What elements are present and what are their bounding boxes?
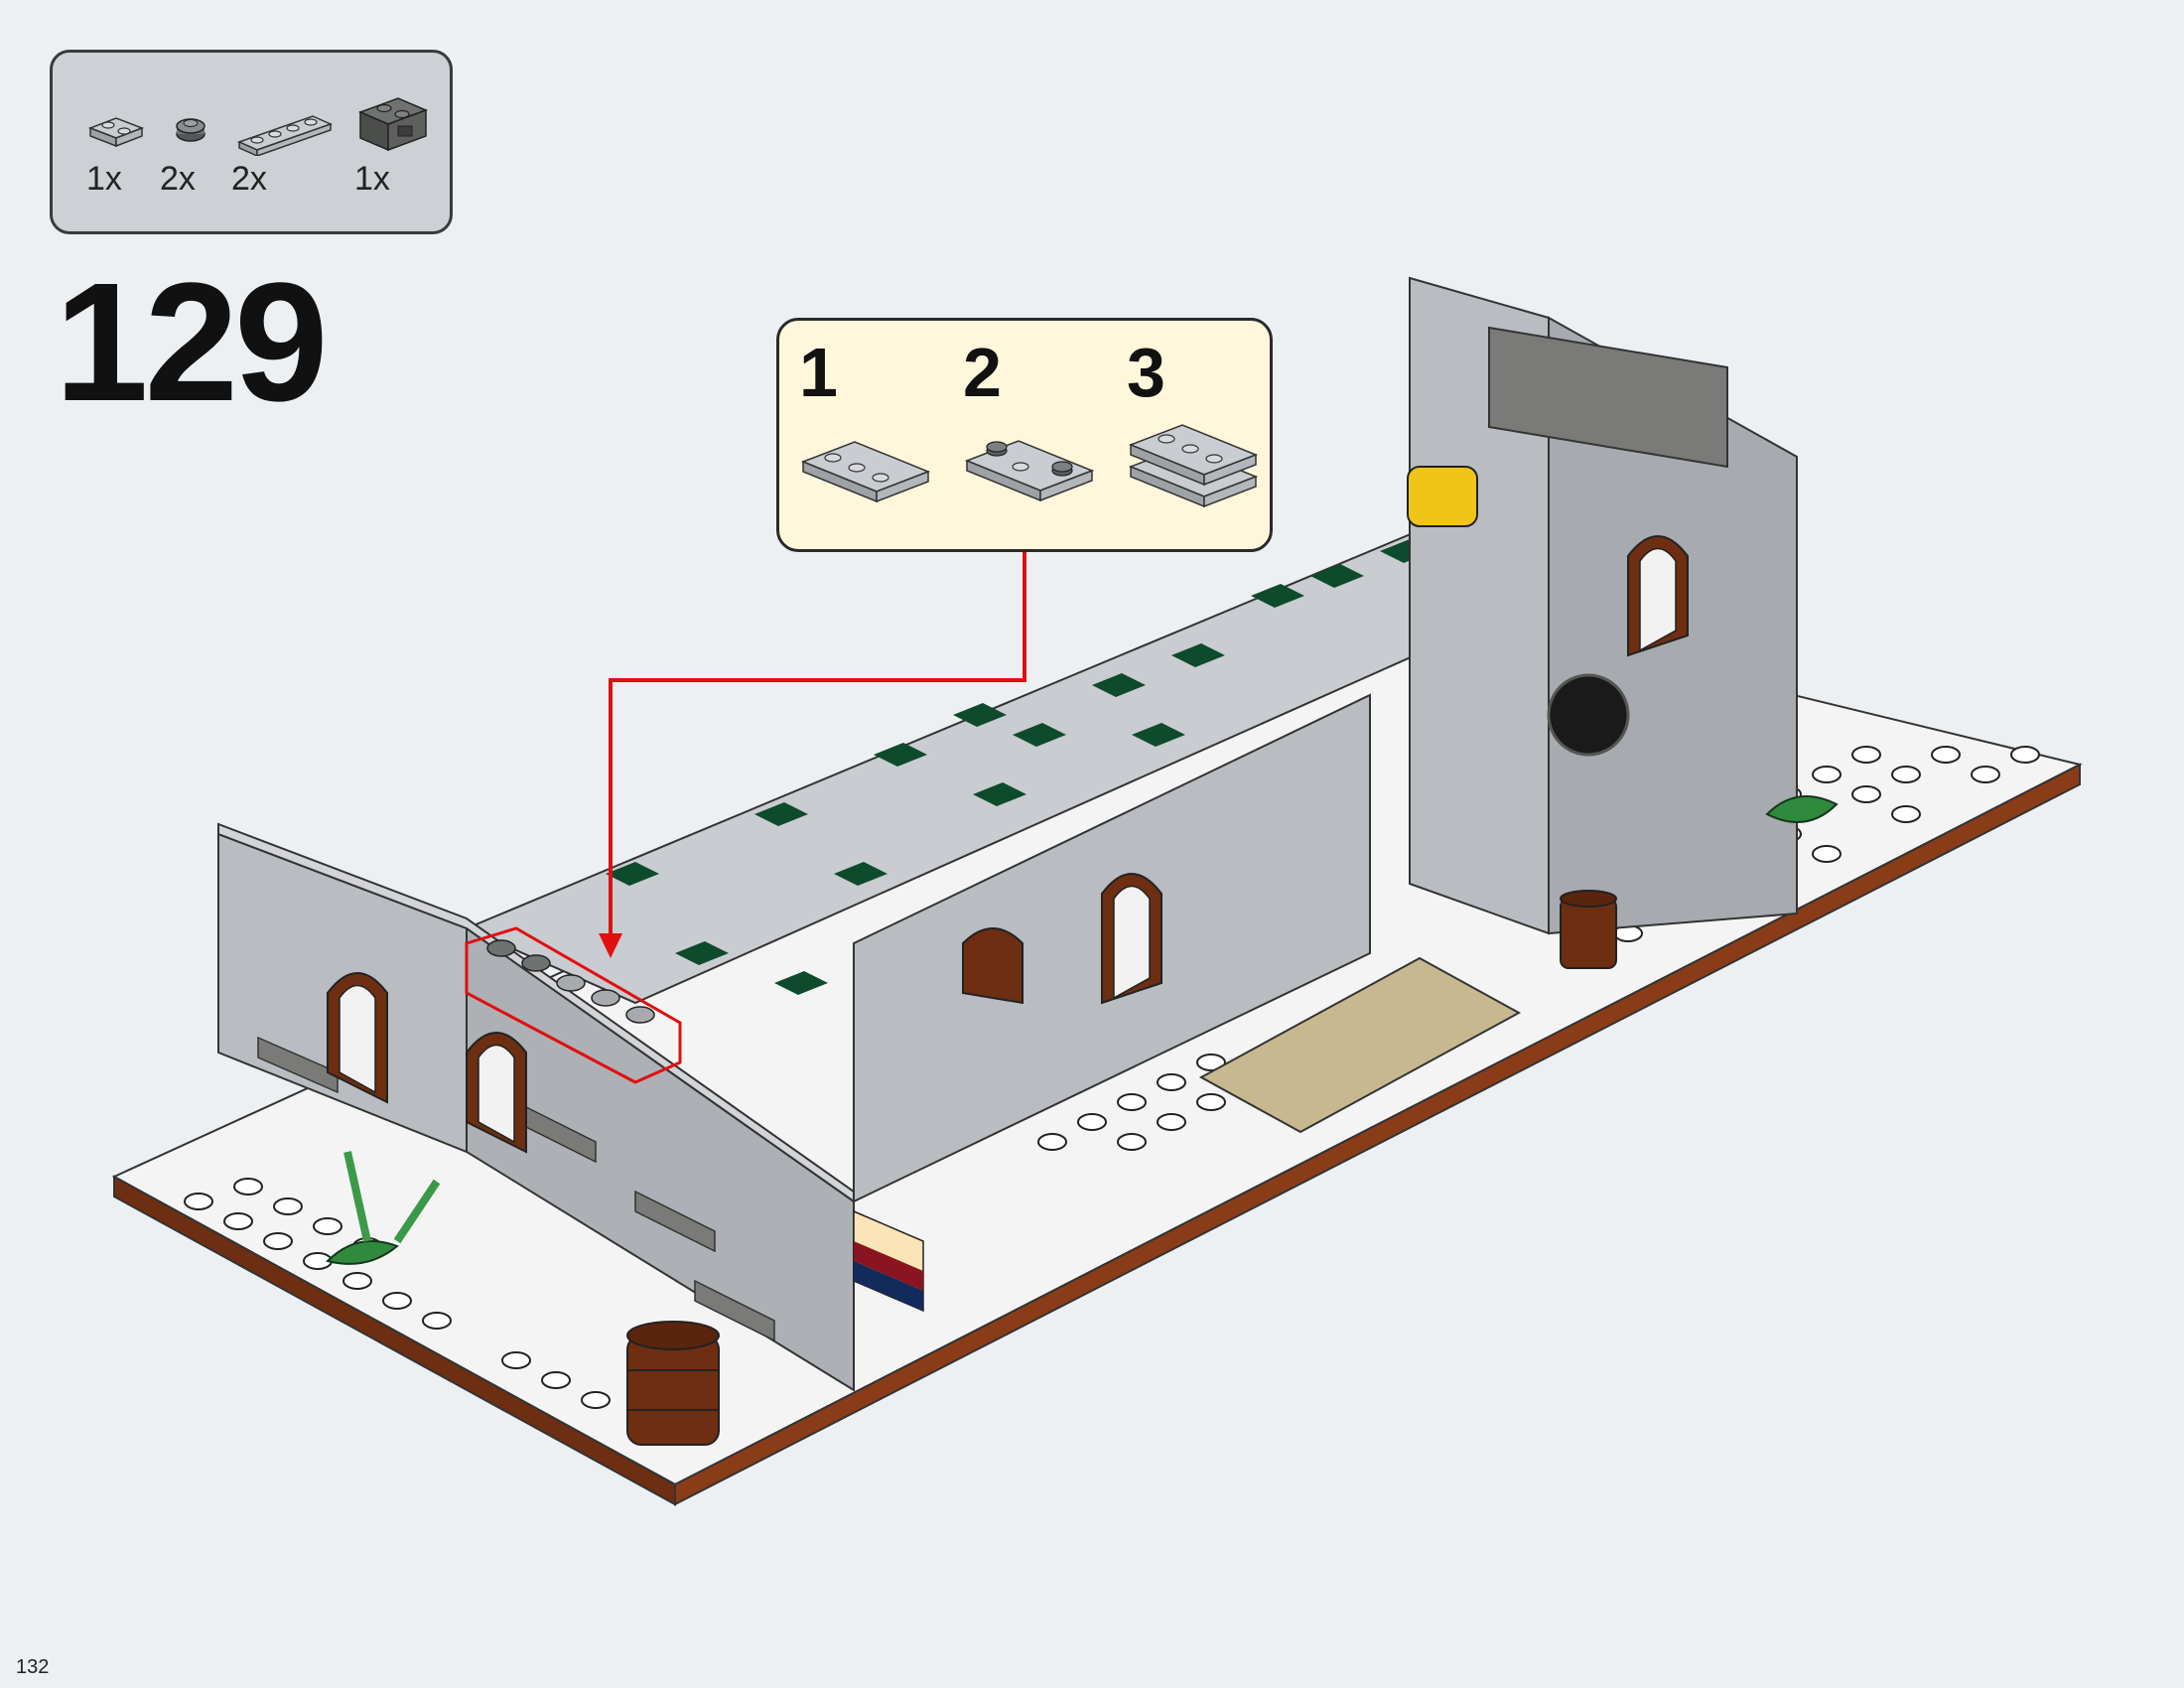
center-wall (853, 693, 1371, 1313)
round-plate-1x1-dark-gray-icon (176, 118, 205, 142)
tan-floor (1198, 956, 1522, 1134)
window-center-1 (962, 927, 1024, 1005)
sub-step-number: 3 (1127, 334, 1165, 411)
stacked-plates-icon (1128, 424, 1259, 508)
plate-with-round-plates-icon (964, 440, 1095, 502)
page-number: 132 (16, 1656, 50, 1678)
part-quantity: 1x (354, 160, 390, 198)
part-item: 2x (231, 110, 335, 198)
plate-1x4-icon (800, 441, 931, 503)
parts-list-box: 1x 2x 2x 1x (50, 50, 453, 234)
bucket-icon (1560, 890, 1617, 969)
armor-icon (1407, 466, 1478, 527)
right-tower (1409, 276, 1798, 935)
part-quantity: 1x (86, 160, 122, 198)
window-center-2 (1101, 873, 1162, 1005)
sub-step-number: 2 (963, 334, 1002, 411)
barrel-icon (626, 1321, 720, 1446)
plant-icon (326, 1151, 441, 1265)
step-number: 129 (55, 248, 329, 437)
highlighted-parts (465, 926, 682, 1084)
sub-step-number: 1 (799, 334, 838, 411)
placement-arrow (599, 552, 1026, 958)
part-quantity: 2x (231, 160, 267, 198)
plate-1x2-light-gray-icon (87, 117, 145, 148)
sub-assembly-callout: 1 2 3 (776, 318, 1273, 552)
window-tower (1627, 535, 1689, 657)
doorway (853, 1209, 924, 1313)
part-item: 1x (354, 90, 434, 198)
plate-1x4-light-gray-icon (236, 115, 334, 158)
part-quantity: 2x (160, 160, 196, 198)
brick-modified-dark-gray-icon (357, 97, 429, 152)
part-item: 2x (160, 110, 215, 198)
shield-emblem-icon (1547, 673, 1630, 757)
window-left-2 (466, 1032, 527, 1154)
baseplate-studs (184, 746, 2040, 1409)
window-left-1 (327, 972, 388, 1104)
part-item: 1x (86, 110, 146, 198)
plant-icon (1765, 795, 1839, 823)
